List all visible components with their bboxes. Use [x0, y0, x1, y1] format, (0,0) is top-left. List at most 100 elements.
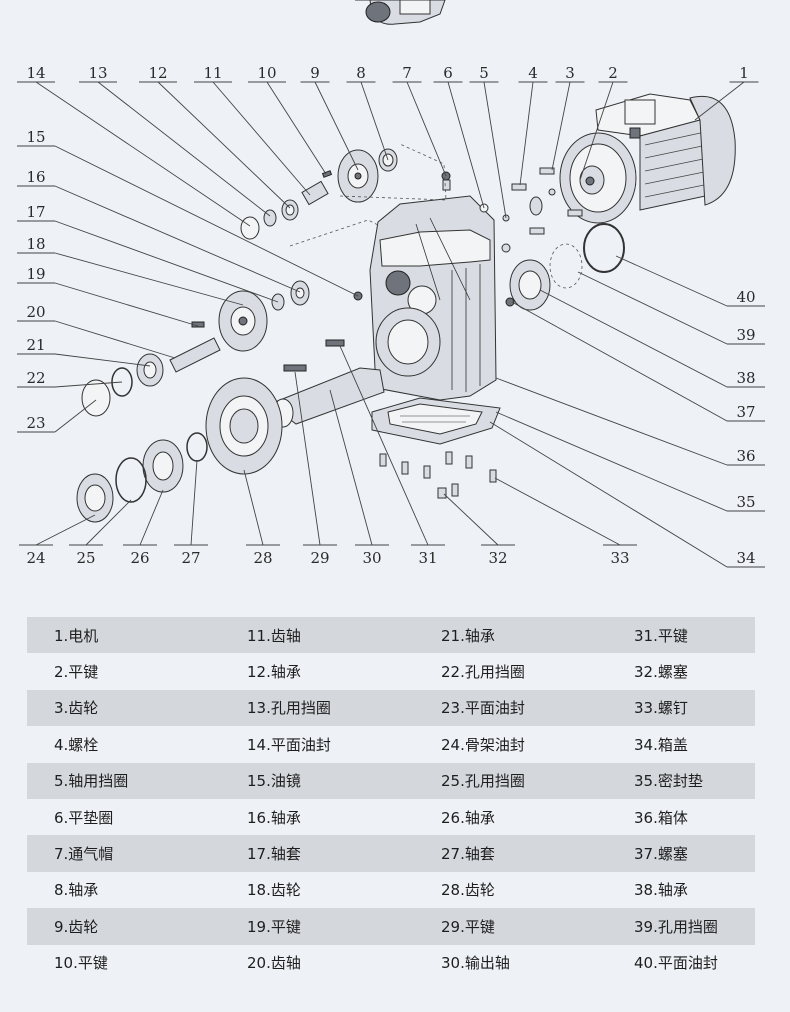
callout-label-5: 5 [479, 64, 489, 82]
leader-line-36 [495, 377, 728, 466]
legend-cell: 28.齿轮 [441, 881, 495, 900]
legend-cell: 38.轴承 [634, 881, 688, 900]
leader-lines [17, 81, 765, 568]
leader-line-10 [266, 81, 327, 175]
callout-label-12: 12 [148, 64, 167, 82]
leader-line-40 [615, 255, 728, 307]
leader-line-19 [54, 282, 199, 327]
leader-line-25 [85, 499, 132, 546]
base-plate-part [371, 397, 501, 499]
leader-line-6 [447, 81, 485, 209]
callout-label-30: 30 [362, 549, 381, 567]
callout-label-1: 1 [739, 64, 749, 82]
leader-line-27 [190, 459, 198, 546]
leader-line-1 [694, 81, 745, 121]
legend-cell: 37.螺塞 [634, 845, 688, 864]
callout-label-31: 31 [418, 549, 437, 567]
leader-line-20 [54, 320, 176, 359]
legend-cell: 34.箱盖 [634, 735, 688, 754]
leader-line-12 [157, 81, 291, 209]
leader-line-8 [360, 81, 389, 161]
legend-cell: 33.螺钉 [634, 699, 688, 718]
legend-cell: 9.齿轮 [54, 917, 99, 936]
legend-cell: 20.齿轴 [247, 954, 301, 973]
leader-line-18 [54, 252, 244, 306]
leader-line-17 [54, 220, 279, 303]
leader-line-16 [54, 185, 301, 293]
callout-label-19: 19 [26, 265, 45, 283]
legend-cell: 15.油镜 [247, 772, 301, 791]
legend-cell: 2.平键 [54, 663, 99, 682]
leader-line-21 [54, 353, 151, 367]
leader-line-39 [577, 271, 728, 345]
leader-line-37 [511, 301, 728, 422]
callout-label-23: 23 [26, 414, 45, 432]
housing-part [369, 171, 497, 401]
output-shaft-parts [76, 339, 385, 523]
right-bearings [505, 223, 625, 311]
callout-label-3: 3 [565, 64, 575, 82]
legend-cell: 19.平键 [247, 917, 301, 936]
leader-line-14 [35, 81, 251, 227]
callout-label-22: 22 [26, 369, 45, 387]
callout-label-36: 36 [736, 447, 755, 465]
leader-line-34 [489, 421, 728, 568]
legend-cell: 30.输出轴 [441, 954, 510, 973]
legend-cell: 35.密封垫 [634, 772, 703, 791]
top-motor-fragment [355, 0, 446, 25]
legend-cell: 8.轴承 [54, 881, 99, 900]
leader-line-2 [579, 81, 614, 181]
legend-cell: 22.孔用挡圈 [441, 663, 525, 682]
callout-label-8: 8 [356, 64, 366, 82]
legend-cell: 39.孔用挡圈 [634, 917, 718, 936]
legend-cell: 36.箱体 [634, 808, 688, 827]
callout-label-29: 29 [310, 549, 329, 567]
leader-line-26 [139, 489, 164, 546]
legend-cell: 13.孔用挡圈 [247, 699, 331, 718]
exploded-view-diagram: 1234567891011121314151617181920212223242… [17, 0, 765, 568]
callout-label-26: 26 [130, 549, 149, 567]
callout-label-32: 32 [488, 549, 507, 567]
callout-label-9: 9 [310, 64, 320, 82]
callout-label-21: 21 [26, 336, 45, 354]
callout-label-33: 33 [610, 549, 629, 567]
callout-label-11: 11 [203, 64, 222, 82]
leader-line-32 [443, 493, 499, 546]
legend-cell: 4.螺栓 [54, 735, 99, 754]
callout-label-17: 17 [26, 203, 45, 221]
legend-cell: 16.轴承 [247, 808, 301, 827]
callout-label-38: 38 [736, 369, 755, 387]
callout-label-40: 40 [736, 288, 755, 306]
callout-label-39: 39 [736, 326, 755, 344]
legend-cell: 3.齿轮 [54, 699, 99, 718]
legend-cell: 21.轴承 [441, 626, 495, 645]
intermediate-shaft-parts [81, 280, 363, 417]
motor-fasteners [479, 167, 583, 253]
legend-cell: 11.齿轴 [247, 626, 301, 645]
leader-line-22 [54, 381, 123, 388]
leader-line-3 [551, 81, 571, 171]
callout-label-2: 2 [608, 64, 618, 82]
legend-cell: 29.平键 [441, 917, 495, 936]
leader-line-33 [494, 477, 621, 546]
legend-cell: 40.平面油封 [634, 954, 718, 973]
leader-line-23 [54, 399, 97, 433]
legend-cell: 14.平面油封 [247, 735, 331, 754]
legend-cell: 25.孔用挡圈 [441, 772, 525, 791]
legend-cell: 32.螺塞 [634, 663, 688, 682]
callout-label-25: 25 [76, 549, 95, 567]
callout-label-7: 7 [402, 64, 412, 82]
legend-cell: 23.平面油封 [441, 699, 525, 718]
leader-line-13 [97, 81, 271, 217]
leader-line-5 [483, 81, 507, 219]
